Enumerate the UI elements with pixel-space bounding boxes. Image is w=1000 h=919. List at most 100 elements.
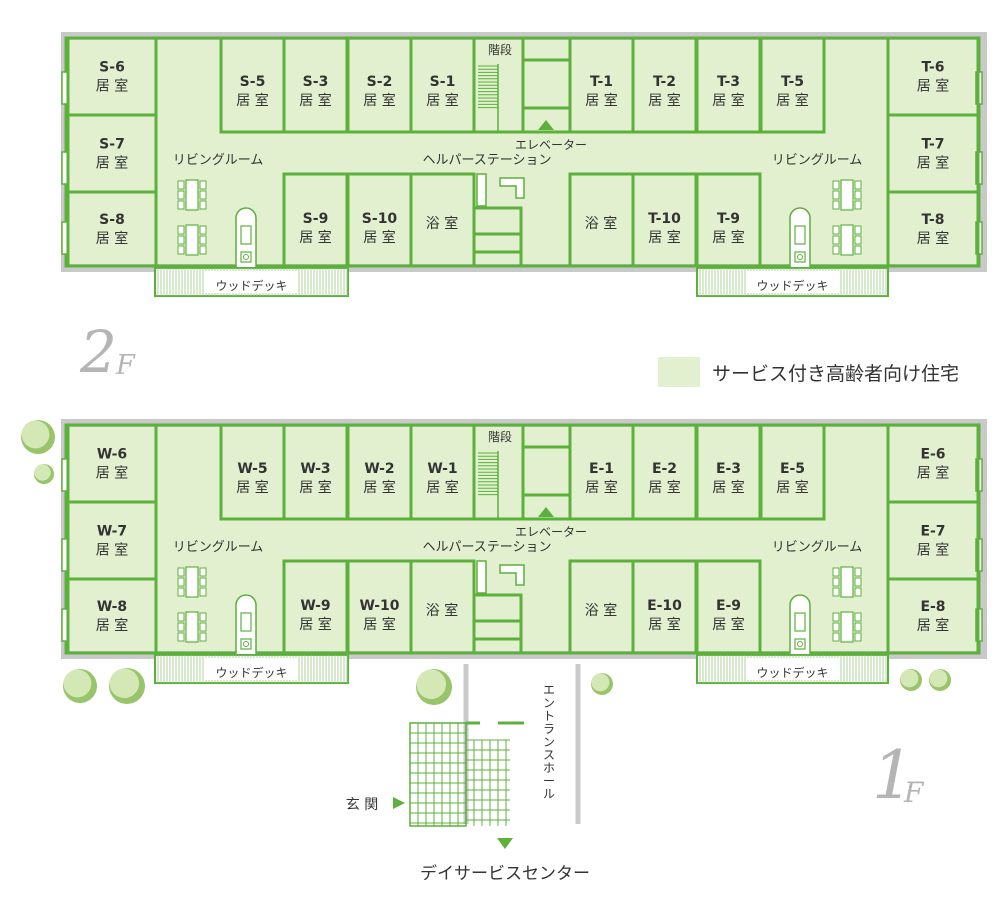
entrance-label: 玄 関 [346,796,378,813]
room-right-wing-2-number: E-8 [920,599,945,615]
room-right-wing-1-number: E-7 [920,524,945,540]
table-top [185,566,199,598]
room-right-wing-1-label: 居 室 [917,542,949,559]
room-top-left-0-label: 居 室 [236,479,268,496]
elevator-arrow-icon [538,507,554,517]
room-top-right-0-number: T-1 [590,74,613,90]
wood-deck-left: ウッドデッキ [154,267,349,297]
station-counter [476,173,487,207]
wood-deck-right: ウッドデッキ [696,267,889,297]
living-room-left-label: リビングルーム [173,153,264,168]
chair [854,225,862,235]
floor-1-suffix: F [903,776,925,809]
living-room-right-label: リビングルーム [772,153,863,168]
chair [854,612,862,622]
table-top [840,611,854,643]
wood-deck-label: ウッドデッキ [215,665,287,680]
room-bottom-right-1-label: 居 室 [712,616,744,633]
deck-label-bg [204,658,299,680]
elevator-shafts: エレベーター [515,423,587,539]
room-left-wing-2-number: W-8 [97,599,127,615]
bathroom-right: 浴 室 [568,172,635,268]
room-right-wing-1-number: T-7 [921,137,944,153]
room-left-wing-1-number: W-7 [97,524,127,540]
room-left-wing-0-label: 居 室 [96,465,128,482]
chair [832,225,840,235]
elevator-arrow-icon [538,120,554,130]
table-top [185,611,199,643]
legend-label: サービス付き高齢者向け住宅 [712,363,959,385]
entrance-hall-char: エ [543,683,555,697]
room-right-wing-2-walls [886,577,980,655]
room-top-right-3-walls [759,423,826,521]
room-left-wing-2-number: S-8 [99,212,125,228]
room-top-left-0: S-5居 室 [219,36,286,134]
tree-canopy [21,420,50,449]
chair [832,235,840,245]
room-left-wing-0-number: W-6 [97,447,127,463]
room-top-left-3-number: W-1 [427,461,457,477]
tree [34,464,54,484]
room-bottom-right-0-number: T-10 [648,211,681,227]
stove-burner [243,254,249,260]
chair [832,180,840,190]
helper-station-label: ヘルパーステーション [422,153,551,168]
room-bottom-left-1-label: 居 室 [363,229,395,246]
table-left-2 [177,611,207,643]
chair [199,622,207,632]
room-right-wing-0-label: 居 室 [917,78,949,95]
room-top-left-3-label: 居 室 [426,92,458,109]
room-top-left-0-number: W-5 [237,461,267,477]
tree [21,420,55,454]
room-top-right-3-number: E-5 [780,461,805,477]
entrance-porch [409,722,467,827]
room-top-left-2-number: W-2 [364,461,394,477]
room-right-wing-2-walls [886,190,980,268]
chair [199,587,207,597]
chair [854,235,862,245]
room-top-right-2-number: E-3 [716,461,741,477]
sink [794,225,806,245]
chair [832,245,840,255]
room-right-wing-1: T-7居 室 [886,113,980,194]
stairs: 階段 [472,423,525,521]
elevator-shafts: エレベーター [515,36,587,152]
chair [199,577,207,587]
room-right-wing-0-label: 居 室 [917,465,949,482]
chair [177,225,185,235]
elevator-shaft [521,445,572,497]
stairs-label: 階段 [488,42,512,57]
room-right-wing-2-label: 居 室 [917,617,949,634]
legend-swatch [658,357,700,387]
chair [199,200,207,210]
room-bottom-right-1-walls [695,172,762,268]
stove [240,251,252,263]
bathroom-left-label: 浴 室 [426,215,458,232]
tree [416,669,452,705]
chair [177,180,185,190]
room-top-left-3: W-1居 室 [409,423,476,521]
room-left-wing-2-walls [66,190,158,268]
room-top-left-1-number: S-3 [303,74,329,90]
chair [832,622,840,632]
room-left-wing-2: S-8居 室 [66,190,158,268]
elevator-shaft [521,58,572,110]
chair [177,245,185,255]
chair [832,200,840,210]
room-top-right-0-label: 居 室 [585,479,617,496]
wood-deck-label: ウッドデッキ [756,278,828,293]
chair [177,632,185,642]
kitchen-left [235,207,257,269]
room-top-right-3-label: 居 室 [776,92,808,109]
table-top [840,224,854,256]
room-top-right-1-number: E-2 [652,461,677,477]
floor-1-number: 1 F [872,737,925,814]
entrance-hall-char: ル [543,787,555,801]
room-top-left-0-label: 居 室 [236,92,268,109]
room-top-right-2-label: 居 室 [712,92,744,109]
room-top-right-3: E-5居 室 [759,423,826,521]
building-outline [61,32,987,272]
chair [854,180,862,190]
room-bottom-right-0-number: E-10 [647,598,682,614]
